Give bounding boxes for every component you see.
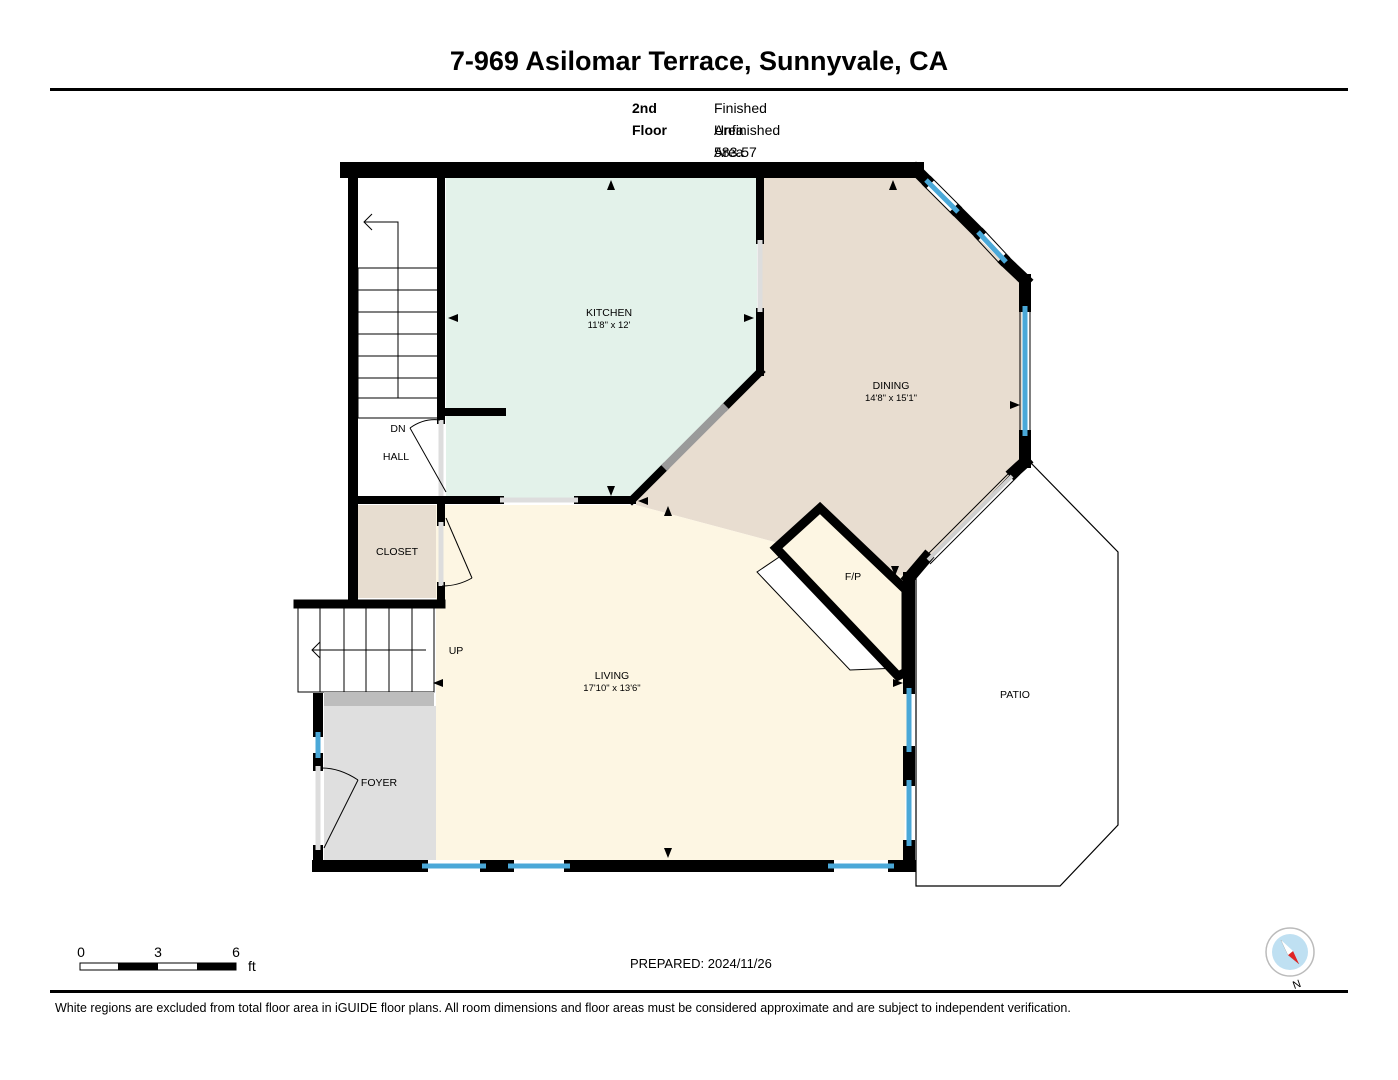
room-labels: KITCHEN 11'8" x 12' DINING 14'8" x 15'1"… — [361, 307, 1030, 789]
dining-floor — [636, 178, 1022, 578]
closet-label: CLOSET — [376, 546, 419, 558]
stairs-down-label: DN — [390, 423, 405, 435]
prepared-date: PREPARED: 2024/11/26 — [630, 956, 772, 971]
scale-tick-3: 3 — [154, 944, 162, 960]
patio-door-glass — [926, 474, 1014, 562]
compass: N — [1265, 927, 1315, 992]
living-dims: 17'10" x 13'6" — [583, 683, 640, 694]
kitchen-label: KITCHEN — [586, 307, 632, 319]
foyer-label: FOYER — [361, 777, 398, 789]
scale-unit: ft — [248, 958, 256, 974]
scale-tick-0: 0 — [77, 944, 85, 960]
floor-label: 2nd Floor — [632, 100, 667, 138]
window-frames — [921, 175, 1031, 436]
dimension-arrows — [433, 180, 1020, 858]
hall-label: HALL — [383, 451, 409, 463]
compass-north: N — [1291, 978, 1303, 992]
page-title: 7-969 Asilomar Terrace, Sunnyvale, CA — [449, 46, 949, 76]
patio-label: PATIO — [1000, 689, 1030, 701]
dining-dims: 14'8" x 15'1" — [865, 393, 917, 404]
fireplace-label: F/P — [845, 571, 861, 583]
disclaimer: White regions are excluded from total fl… — [55, 1001, 1071, 1015]
scale-bar: 0 3 6 ft — [77, 944, 256, 974]
dining-label: DINING — [873, 380, 910, 392]
title-rule — [50, 88, 1348, 91]
patio-door — [923, 467, 1021, 565]
footer-rule — [50, 990, 1348, 993]
closet-floor — [358, 505, 436, 598]
door-swings — [321, 419, 473, 849]
foyer-floor — [324, 706, 436, 860]
kitchen-dining-passage — [661, 403, 729, 471]
scale-tick-6: 6 — [232, 944, 240, 960]
kitchen-floor — [446, 178, 757, 498]
kitchen-dims: 11'8" x 12' — [588, 320, 631, 331]
walls — [293, 161, 1034, 872]
windows — [315, 178, 1028, 869]
stairs-up — [297, 607, 435, 706]
living-label: LIVING — [595, 670, 629, 682]
stairs-up-label: UP — [449, 645, 464, 657]
stairs-down — [357, 213, 439, 419]
